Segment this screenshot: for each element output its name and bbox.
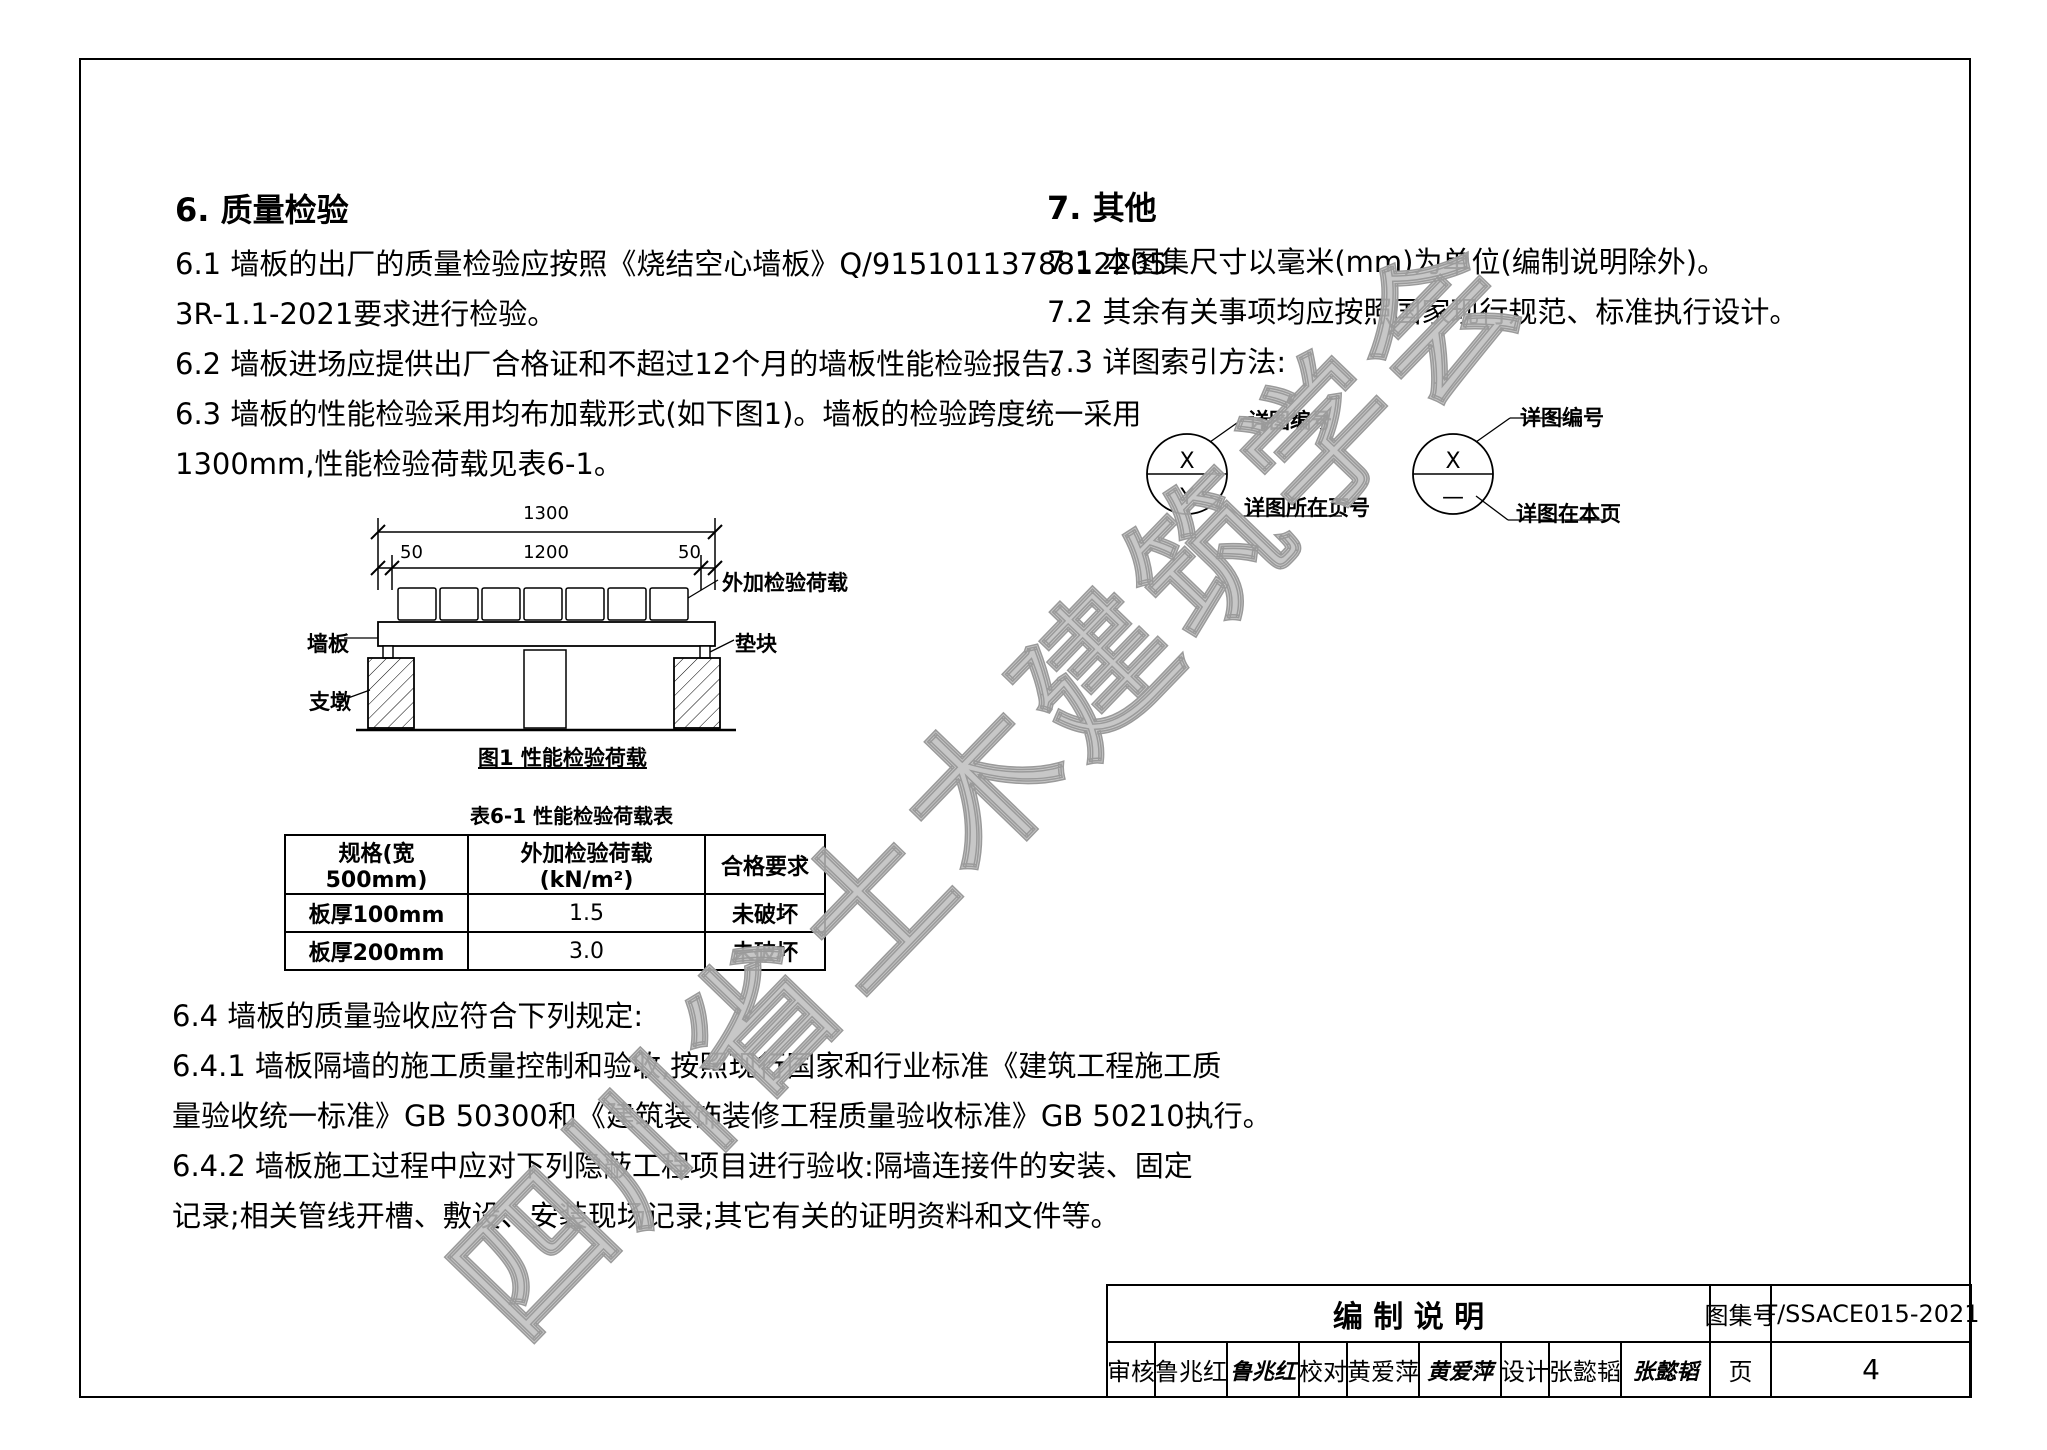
table-cell: 板厚200mm — [284, 931, 469, 971]
reviewer-name: 鲁兆红 — [1154, 1341, 1227, 1398]
label-detail-number-right: 详图编号 — [1520, 406, 1604, 430]
label-load: 外加检验荷载 — [722, 571, 848, 595]
label-pad: 垫块 — [735, 632, 777, 656]
table-row: 板厚200mm 3.0 未破坏 — [284, 931, 826, 971]
para-6-1-line1: 6.1 墙板的出厂的质量检验应按照《烧结空心墙板》Q/9151011378812… — [175, 247, 1168, 281]
page-label: 页 — [1709, 1341, 1770, 1398]
left-symbol-top: X — [1179, 449, 1194, 474]
label-wall-panel: 墙板 — [307, 632, 349, 656]
table-header-cell: 外加检验荷载(kN/m²) — [467, 834, 706, 895]
figure1-load-diagram: 1300 50 1200 50 — [344, 503, 736, 732]
design-label: 设计 — [1500, 1341, 1549, 1398]
table-cell: 板厚100mm — [284, 893, 469, 933]
table61-caption: 表6-1 性能检验荷载表 — [470, 804, 674, 828]
para-6-4-1-line1: 6.4.1 墙板隔墙的施工质量控制和验收,按照现行国家和行业标准《建筑工程施工质 — [172, 1049, 1222, 1083]
table-cell: 1.5 — [467, 893, 706, 933]
label-detail-page: 详图所在页号 — [1244, 496, 1370, 520]
para-6-1-line2: 3R-1.1-2021要求进行检验。 — [175, 297, 557, 331]
label-support: 支墩 — [309, 690, 351, 714]
reviewer-signature: 鲁兆红 — [1226, 1341, 1298, 1398]
figure1-caption: 图1 性能检验荷载 — [478, 746, 647, 770]
designer-name: 张懿韬 — [1548, 1341, 1621, 1398]
para-6-4-2-line1: 6.4.2 墙板施工过程中应对下列隐蔽工程项目进行验收:隔墙连接件的安装、固定 — [172, 1149, 1193, 1183]
drawing-frame — [79, 58, 1971, 1398]
para-6-3-line2: 1300mm,性能检验荷载见表6-1。 — [175, 447, 623, 481]
designer-signature: 张懿韬 — [1620, 1341, 1709, 1398]
para-6-3-line1: 6.3 墙板的性能检验采用均布加载形式(如下图1)。墙板的检验跨度统一采用 — [175, 397, 1142, 431]
table-cell: 3.0 — [467, 931, 706, 971]
table61: 规格(宽500mm) 外加检验荷载(kN/m²) 合格要求 板厚100mm 1.… — [284, 834, 826, 971]
para-6-4-1-line2: 量验收统一标准》GB 50300和《建筑装饰装修工程质量验收标准》GB 5021… — [172, 1099, 1272, 1133]
title-block: 编 制 说 明 图集号 T/SSACE015-2021 审核 鲁兆红 鲁兆红 校… — [1106, 1284, 1980, 1398]
table-cell: 未破坏 — [704, 931, 826, 971]
table-header-row: 规格(宽500mm) 外加检验荷载(kN/m²) 合格要求 — [284, 834, 826, 895]
detail-index-symbols: X Y X — — [1146, 417, 1606, 521]
dim-total: 1300 — [523, 503, 569, 524]
atlas-number: T/SSACE015-2021 — [1762, 1284, 1980, 1341]
right-symbol-top: X — [1445, 449, 1460, 474]
review-label: 审核 — [1106, 1341, 1155, 1398]
para-7-1: 7.1 本图集尺寸以毫米(mm)为单位(编制说明除外)。 — [1047, 245, 1727, 279]
dim-right: 50 — [678, 542, 701, 563]
label-detail-this-page: 详图在本页 — [1516, 502, 1621, 526]
left-symbol-bottom: Y — [1179, 485, 1194, 510]
para-6-4-2-line2: 记录;相关管线开槽、敷设、安装现场记录;其它有关的证明资料和文件等。 — [172, 1199, 1120, 1233]
table-cell: 未破坏 — [704, 893, 826, 933]
table-header-cell: 合格要求 — [704, 834, 826, 895]
atlas-label: 图集号 — [1705, 1284, 1777, 1341]
dim-mid: 1200 — [523, 542, 569, 563]
table-header-cell: 规格(宽500mm) — [284, 834, 469, 895]
table-row: 板厚100mm 1.5 未破坏 — [284, 893, 826, 933]
right-symbol-bottom: — — [1442, 485, 1464, 510]
para-6-2: 6.2 墙板进场应提供出厂合格证和不超过12个月的墙板性能检验报告。 — [175, 347, 1080, 381]
checker-signature: 黄爱萍 — [1418, 1341, 1500, 1398]
label-detail-number: 详图编号 — [1248, 409, 1332, 433]
section6-heading: 6. 质量检验 — [175, 191, 349, 229]
para-7-2: 7.2 其余有关事项均应按照国家现行规范、标准执行设计。 — [1047, 295, 1799, 329]
page-number: 4 — [1770, 1341, 1972, 1398]
check-label: 校对 — [1298, 1341, 1347, 1398]
section7-heading: 7. 其他 — [1047, 189, 1157, 227]
title-block-title: 编 制 说 明 — [1106, 1284, 1709, 1341]
checker-name: 黄爱萍 — [1346, 1341, 1419, 1398]
para-7-3: 7.3 详图索引方法: — [1047, 345, 1287, 379]
dim-left: 50 — [400, 542, 423, 563]
para-6-4: 6.4 墙板的质量验收应符合下列规定: — [172, 999, 644, 1033]
